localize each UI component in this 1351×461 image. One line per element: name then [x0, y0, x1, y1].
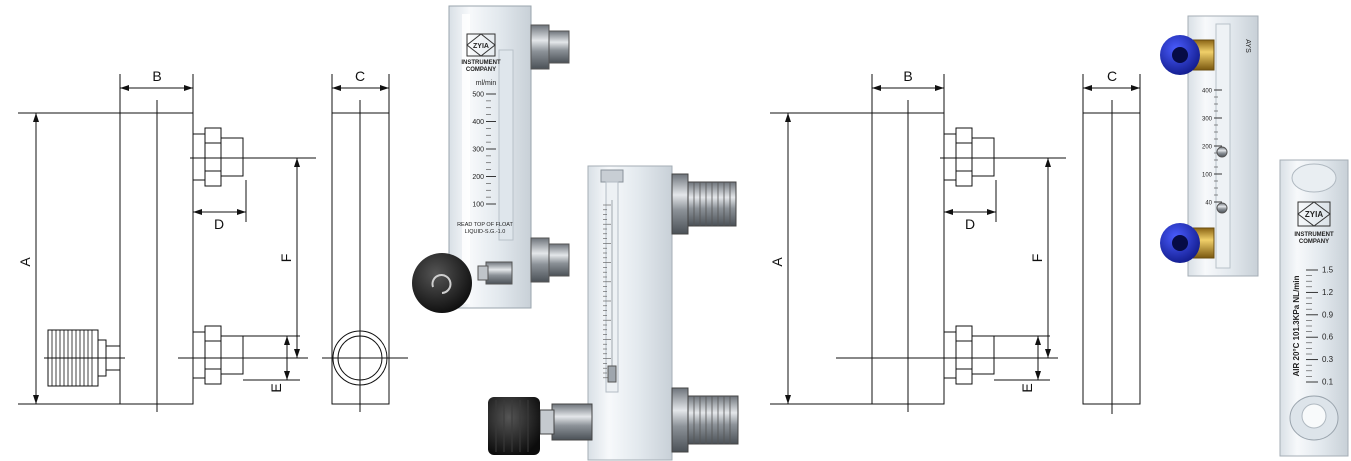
unit-large: ml/min	[476, 80, 497, 87]
company-line1-large: INSTRUMENT	[461, 60, 501, 66]
label-a-right: A	[769, 257, 785, 267]
company-line2-air: COMPANY	[1299, 239, 1329, 245]
label-d-left: D	[214, 216, 224, 232]
scale-tick-label: 0.6	[1322, 333, 1334, 342]
company-line1-air: INSTRUMENT	[1294, 232, 1334, 238]
meter-blue: 400 300 200 100 40 AYS	[1160, 15, 1259, 277]
scale-tick-label: 0.9	[1322, 310, 1334, 319]
drawing-right-labels: B C D A F E	[769, 68, 1117, 393]
knob-icon-large	[412, 253, 472, 313]
scale-tick-label: 100	[1202, 173, 1213, 179]
scale-tick-label: 200	[1202, 145, 1213, 151]
label-b-left: B	[152, 68, 161, 84]
label-f-right: F	[1029, 254, 1045, 263]
brand-logo-large: ZYIA	[466, 33, 496, 57]
brand-logo-air: ZYIA	[1297, 201, 1331, 227]
scale-tick-label: 400	[472, 119, 484, 126]
svg-text:ZYIA: ZYIA	[473, 43, 489, 50]
drawing-left	[18, 74, 408, 412]
scale-text-air: AIR 20°C 101.3KPa NL/min	[1292, 275, 1301, 376]
scale-tick-label: 500	[472, 92, 484, 99]
svg-text:ZYIA: ZYIA	[1305, 210, 1323, 219]
label-d-right: D	[965, 216, 975, 232]
label-c-right: C	[1107, 68, 1117, 84]
note-line1-large: READ TOP OF FLOAT	[457, 222, 513, 228]
drawing-right	[770, 74, 1141, 414]
label-e-left: E	[268, 383, 284, 392]
label-f-left: F	[278, 254, 294, 263]
mark-blue: AYS	[1244, 39, 1251, 53]
scale-tick-label: 100	[472, 202, 484, 209]
label-e-right: E	[1019, 383, 1035, 392]
drawing-left-labels: B C D A F E	[17, 68, 365, 393]
scale-tick-label: 1.5	[1322, 266, 1334, 275]
meter-middle	[488, 165, 739, 461]
note-line2-large: LIQUID-S.G.-1.0	[465, 229, 506, 235]
scale-tick-label: 400	[1202, 89, 1213, 95]
scale-blue: 400 300 200 100 40	[1202, 89, 1222, 207]
scale-tick-label: 200	[472, 174, 484, 181]
label-c-left: C	[355, 68, 365, 84]
label-a-left: A	[17, 257, 33, 267]
label-b-right: B	[903, 68, 912, 84]
scale-air: 1.5 1.2 0.9 0.6 0.3 0.1	[1306, 266, 1334, 387]
scale-tick-label: 40	[1205, 201, 1212, 207]
scale-tick-label: 0.3	[1322, 355, 1334, 364]
meter-air: ZYIA INSTRUMENT COMPANY AIR 20°C 101.3KP…	[1279, 159, 1349, 457]
meter-large: ZYIA INSTRUMENT COMPANY ml/min 500 400 300…	[412, 5, 570, 313]
scale-tick-label: 0.1	[1322, 378, 1334, 387]
scale-large: 500 400 300 200 100	[472, 92, 496, 209]
scale-tick-label: 300	[1202, 117, 1213, 123]
meter-middle-body	[587, 165, 673, 461]
knob-icon-middle	[488, 397, 540, 455]
company-line2-large: COMPANY	[466, 67, 496, 73]
scale-tick-label: 1.2	[1322, 288, 1334, 297]
scale-tick-label: 300	[472, 147, 484, 154]
